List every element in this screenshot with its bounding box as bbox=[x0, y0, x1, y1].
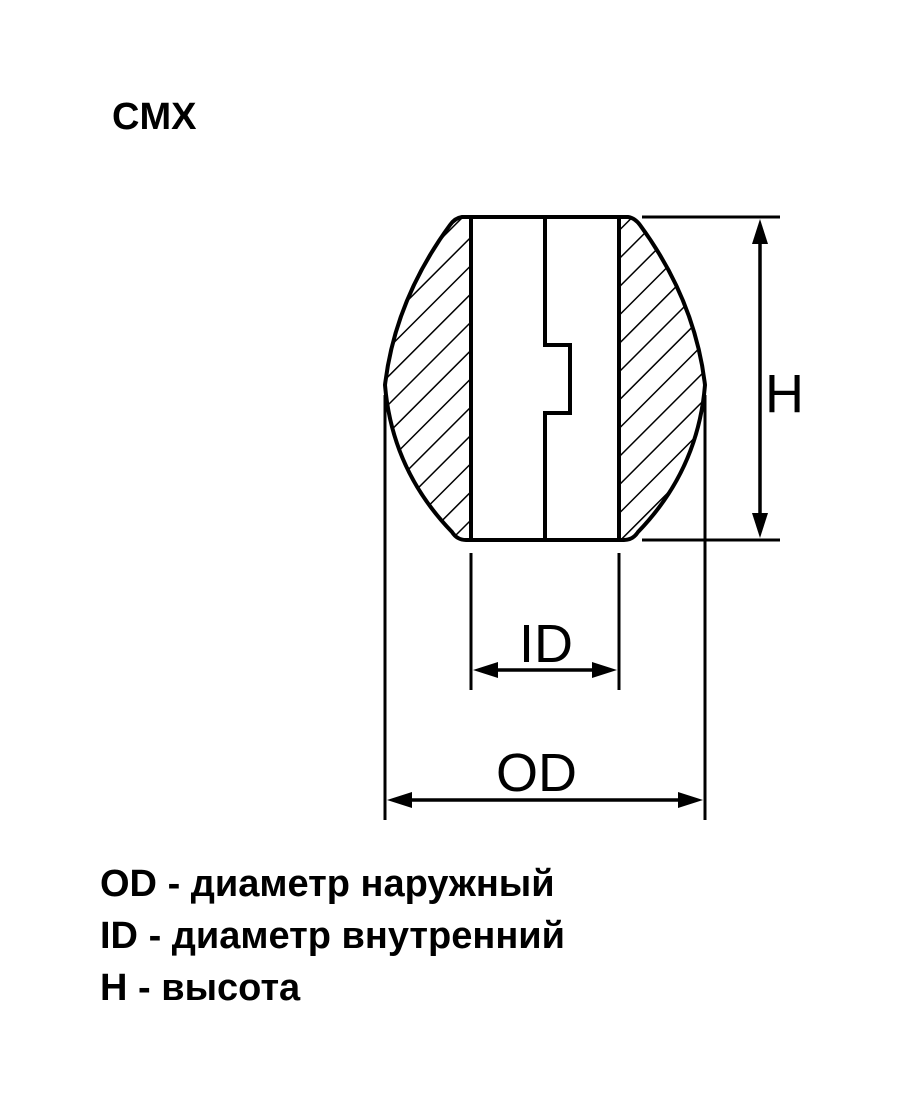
legend: OD - диаметр наружный ID - диаметр внутр… bbox=[100, 858, 565, 1014]
h-arrow-top bbox=[752, 219, 768, 244]
id-arrow-left bbox=[473, 662, 498, 678]
split-line-with-notch bbox=[543, 217, 572, 540]
legend-separator: - bbox=[138, 967, 151, 1009]
h-label: H bbox=[765, 364, 804, 424]
id-arrow-right bbox=[592, 662, 617, 678]
od-label: OD bbox=[496, 743, 577, 803]
od-arrow-right bbox=[678, 792, 703, 808]
legend-item-id: ID - диаметр внутренний bbox=[100, 910, 565, 962]
legend-separator: - bbox=[148, 915, 162, 957]
left-hatched-section bbox=[383, 215, 473, 542]
od-arrow-left bbox=[387, 792, 412, 808]
legend-separator: - bbox=[167, 863, 181, 905]
legend-symbol: OD bbox=[100, 863, 157, 905]
legend-description: высота bbox=[161, 967, 301, 1009]
id-label: ID bbox=[519, 614, 573, 674]
legend-description: диаметр внутренний bbox=[171, 915, 566, 957]
legend-symbol: ID bbox=[100, 915, 138, 957]
part-title: CMX bbox=[112, 96, 197, 138]
h-arrow-bottom bbox=[752, 513, 768, 538]
legend-description: диаметр наружный bbox=[190, 863, 555, 905]
legend-symbol: H bbox=[100, 967, 128, 1009]
legend-item-h: H - высота bbox=[100, 962, 565, 1014]
right-hatched-section bbox=[617, 215, 707, 542]
legend-item-od: OD - диаметр наружный bbox=[100, 858, 565, 910]
